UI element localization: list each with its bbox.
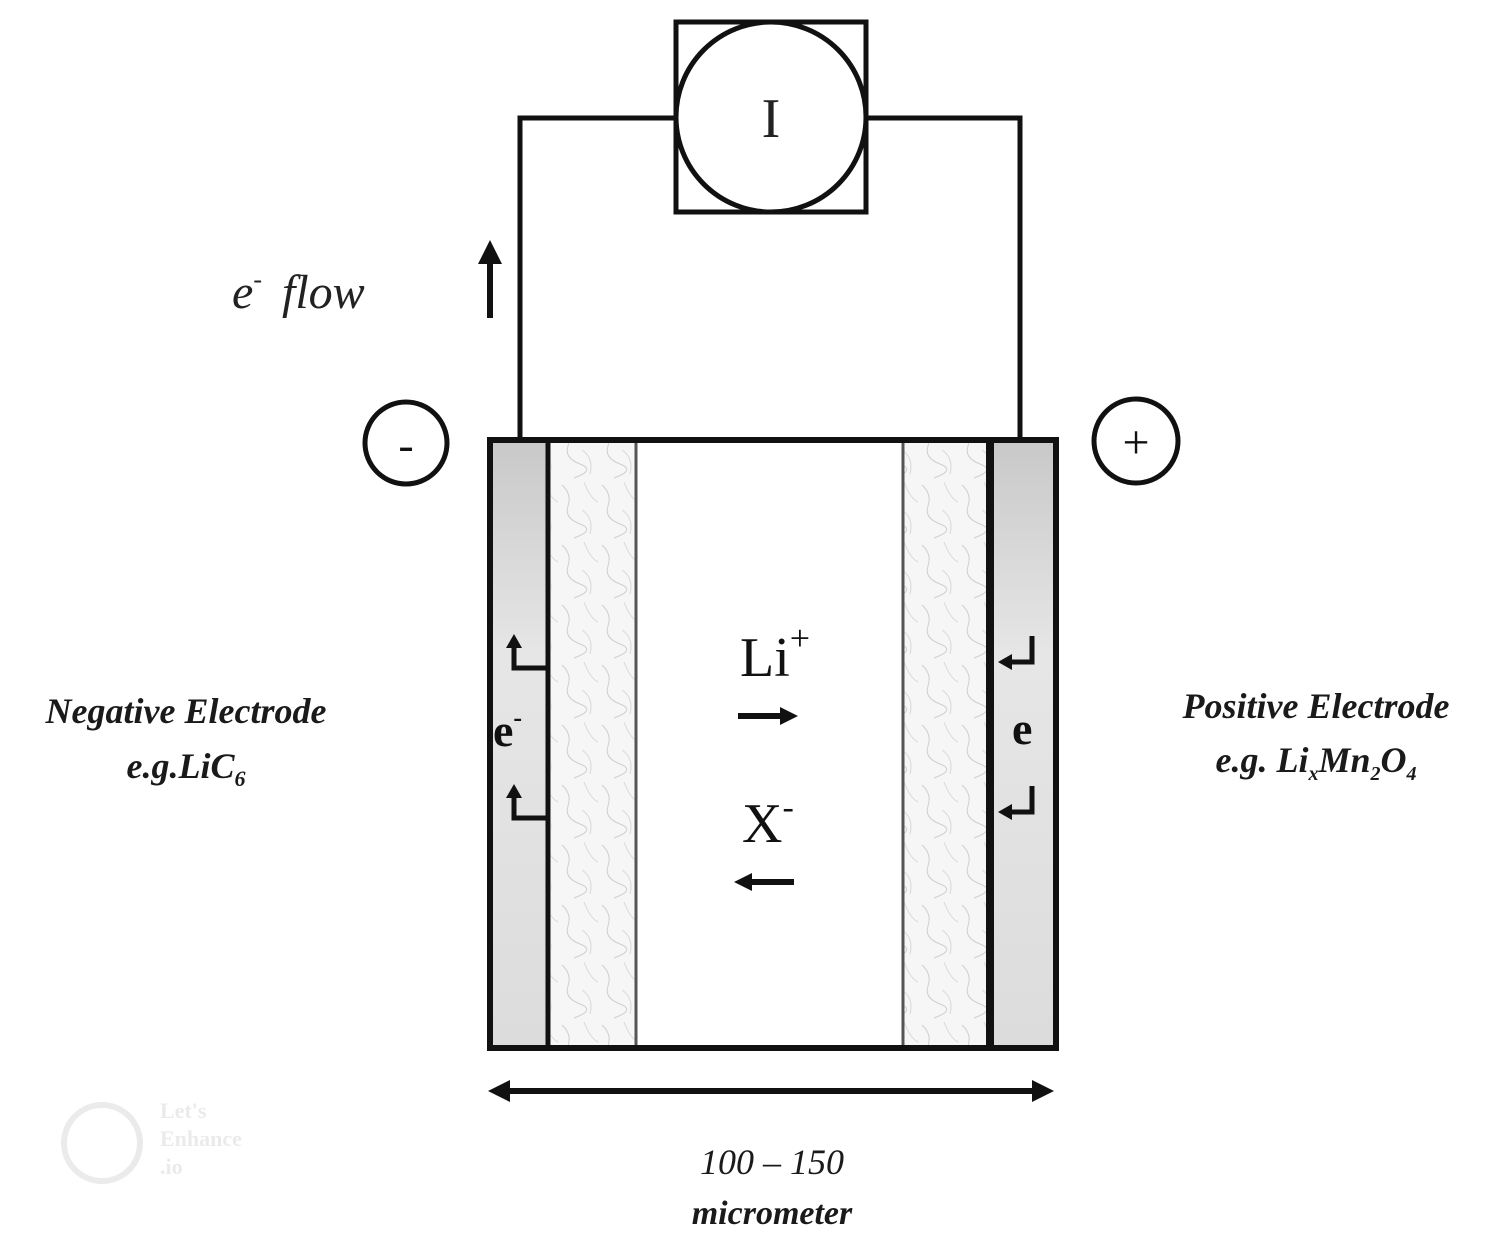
left-electron-arrow-upper-icon <box>506 634 546 671</box>
dimension-unit: micrometer <box>692 1195 853 1232</box>
left-electron-arrows <box>506 634 546 821</box>
dimension-range: 100 – 150 <box>700 1142 844 1182</box>
negative-terminal: - <box>362 399 450 487</box>
positive-electrode-example: e.g. LixMn2O4 <box>1215 740 1416 785</box>
positive-electrode-title: Positive Electrode <box>1182 686 1450 726</box>
left-electron-label: e- <box>493 703 522 756</box>
battery-cell <box>487 437 1059 1051</box>
electron-flow-text: flow <box>282 266 365 319</box>
negative-collector <box>493 443 547 1045</box>
watermark-logo-icon <box>61 1102 143 1184</box>
dimension-arrow-icon <box>488 1080 1054 1102</box>
electron-flow-e: e <box>232 266 253 319</box>
meter-circle <box>673 19 869 215</box>
watermark-line2: Enhance <box>160 1126 242 1151</box>
svg-text:e-flow: e-flow <box>232 265 365 319</box>
positive-collector <box>994 443 1053 1045</box>
anion-label: X- <box>742 789 794 855</box>
electron-flow-arrow-icon <box>478 240 502 318</box>
watermark: Let's Enhance .io <box>61 1098 242 1184</box>
right-electron-arrow-upper-icon <box>998 636 1035 670</box>
electron-flow-sup: - <box>253 265 262 294</box>
electron-flow-label: e-flow <box>232 265 365 319</box>
current-meter: I <box>673 19 869 215</box>
positive-porous-layer <box>904 443 988 1045</box>
left-electron-arrow-lower-icon <box>506 784 546 821</box>
right-electron-label: e <box>1012 703 1032 754</box>
anion-arrow-icon <box>734 873 794 891</box>
negative-electrode-title: Negative Electrode <box>45 691 327 731</box>
circuit-wire <box>517 115 1023 440</box>
negative-terminal-sign: - <box>398 419 413 470</box>
right-electron-arrows <box>998 636 1035 820</box>
cation-label: Li+ <box>740 618 810 689</box>
positive-terminal: + <box>1091 396 1181 486</box>
negative-porous-layer <box>551 443 635 1045</box>
negative-electrode-example: e.g.LiC6 <box>127 746 246 791</box>
cation-arrow-icon <box>738 707 798 725</box>
negative-terminal-circle <box>362 399 450 487</box>
positive-terminal-sign: + <box>1122 416 1149 469</box>
right-electron-arrow-lower-icon <box>998 786 1035 820</box>
watermark-line1: Let's <box>160 1098 207 1123</box>
meter-symbol: I <box>762 88 781 150</box>
positive-terminal-circle <box>1091 396 1181 486</box>
watermark-line3: .io <box>160 1154 183 1179</box>
